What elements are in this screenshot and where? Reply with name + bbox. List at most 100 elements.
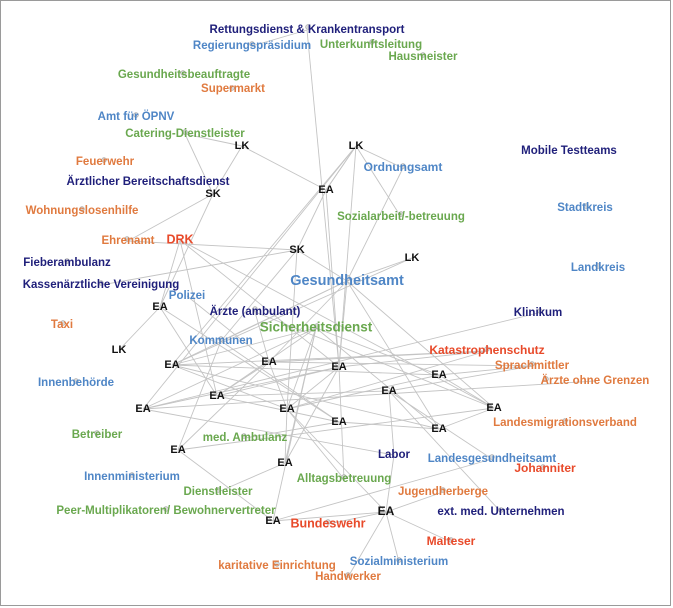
edge-sk1-lk1 xyxy=(212,145,243,195)
node-label-malteser: Malteser xyxy=(427,534,476,548)
edge-ea_a-ea_f xyxy=(159,306,218,397)
edge-gesundheitsamt-ordnungsamt xyxy=(346,167,404,282)
node-label-ea_k: EA xyxy=(331,416,346,428)
edge-ea_i-klinikum xyxy=(142,312,539,410)
node-label-betreiber: Betreiber xyxy=(72,429,123,441)
node-label-ea_m: EA xyxy=(170,444,185,456)
edge-ea_i-aerzte_grenzen xyxy=(142,380,596,410)
node-label-labor: Labor xyxy=(378,449,410,461)
edge-ea_b-ea_h xyxy=(268,361,288,410)
edge-sk2-ehrenamt xyxy=(127,240,298,251)
edge-ea_top-sk2 xyxy=(296,189,327,251)
edge-ea_b-polizei xyxy=(186,295,270,363)
node-dot-innenbehoerde xyxy=(73,378,79,384)
node-label-ea_n: EA xyxy=(277,457,292,469)
edge-ea_o-jugendherberge xyxy=(385,491,444,513)
node-label-sk2: SK xyxy=(289,244,304,256)
node-label-wohnungslosenhilfe: Wohnungslosenhilfe xyxy=(26,205,139,217)
node-dot-sprachmittler xyxy=(529,361,535,367)
node-label-mobile_testteams: Mobile Testteams xyxy=(521,145,617,157)
edge-ea_a-ea_k xyxy=(159,306,340,423)
edge-lk2-ea_c xyxy=(338,145,357,368)
edge-lk2-ea_d xyxy=(171,145,357,366)
node-label-ea_i: EA xyxy=(135,403,150,415)
node-label-layer: Rettungsdienst & KrankentransportRegieru… xyxy=(23,24,650,583)
node-label-handwerker: Handwerker xyxy=(315,571,381,583)
edge-layer xyxy=(100,29,596,578)
edge-lk1-catering xyxy=(184,133,243,147)
node-label-catering: Catering-Dienstleister xyxy=(125,128,245,140)
node-label-peer: Peer-Multiplikatoren/ Bewohnervertreter xyxy=(56,505,276,517)
edge-ea_g-landesgesundheitsamt xyxy=(388,390,493,460)
edge-sk1-catering xyxy=(184,133,214,195)
node-dot-sozialarbeit xyxy=(398,211,404,217)
edge-bundeswehr-ea_o xyxy=(327,511,387,525)
node-label-klinikum: Klinikum xyxy=(514,307,563,319)
node-label-ext_unternehmen: ext. med. Unternehmen xyxy=(437,506,564,518)
node-dot-klinikum xyxy=(537,308,543,314)
node-label-taxi: Taxi xyxy=(51,319,73,331)
edge-ea_k-med_ambulanz xyxy=(244,421,340,439)
edge-lk2-ordnungsamt xyxy=(355,145,404,169)
edge-sicherheitsdienst-ea_f xyxy=(216,327,317,397)
node-label-stadtkreis: Stadtkreis xyxy=(557,202,613,214)
node-label-innenbehoerde: Innenbehörde xyxy=(38,377,114,389)
node-dot-stadtkreis xyxy=(583,203,589,209)
edge-ea_c-katastrophenschutz xyxy=(338,350,488,368)
node-dot-katastrophenschutz xyxy=(484,346,490,352)
edge-gesundheitsamt-ea_j xyxy=(346,280,495,409)
edge-ea_b-sprachmittler xyxy=(268,361,533,367)
node-label-bundeswehr: Bundeswehr xyxy=(290,516,365,530)
node-dot-malteser xyxy=(448,537,454,543)
node-dot-taxi xyxy=(60,320,66,326)
node-label-aerzte_grenzen: Ärzte ohne Grenzen xyxy=(541,374,650,387)
node-label-sozialarbeit: Sozialarbeit/-betreuung xyxy=(337,211,465,223)
edge-ea_o-handwerker xyxy=(347,511,387,578)
node-dot-kommunen xyxy=(218,336,224,342)
node-dot-med_ambulanz xyxy=(241,433,247,439)
edge-ea_top-ea_c xyxy=(325,189,340,368)
node-label-sozialministerium: Sozialministerium xyxy=(350,556,448,568)
edge-ea_h-alltagsbetreuung xyxy=(286,408,345,480)
node-label-lk1: LK xyxy=(235,140,250,152)
edge-ea_g-ext_unternehmen xyxy=(388,390,502,513)
node-dot-karitative xyxy=(274,561,280,567)
edge-ea_k-ea_l xyxy=(338,421,440,430)
edge-rettungsdienst-regierungspraesidium xyxy=(251,29,308,47)
edge-ea_p-landesgesundheitsamt xyxy=(272,458,493,522)
node-dot-handwerker xyxy=(345,572,351,578)
node-label-sprachmittler: Sprachmittler xyxy=(495,360,570,372)
node-dot-johanniter xyxy=(540,464,546,470)
node-label-johanniter: Johanniter xyxy=(514,461,576,475)
node-label-med_ambulanz: med. Ambulanz xyxy=(203,432,288,444)
edge-sicherheitsdienst-ea_p xyxy=(272,327,317,522)
node-label-lk3: LK xyxy=(405,252,420,264)
node-label-supermarkt: Supermarkt xyxy=(201,83,265,95)
edge-lk1-ea_top xyxy=(241,145,327,191)
node-label-ea_j: EA xyxy=(486,402,501,414)
edge-ea_k-kommunen xyxy=(220,340,340,423)
node-dot-innenministerium xyxy=(129,472,135,478)
edge-ea_c-ea_h xyxy=(286,366,340,410)
node-dot-alltagsbetreuung xyxy=(341,474,347,480)
node-label-rettungsdienst: Rettungsdienst & Krankentransport xyxy=(210,24,405,36)
node-dot-ext_unternehmen xyxy=(498,507,504,513)
edge-sk1-ea_a xyxy=(159,193,214,308)
edge-drk-ea_c xyxy=(179,239,340,368)
edge-ea_o-sozialministerium xyxy=(385,511,400,563)
node-dot-aerzte_amb xyxy=(252,306,258,312)
edge-ea_a-drk xyxy=(159,239,181,308)
edge-ea_c-ea_f xyxy=(216,366,340,397)
node-dot-ordnungsamt xyxy=(400,163,406,169)
edge-lk3-gesundheitsamt xyxy=(346,257,413,282)
node-label-sk1: SK xyxy=(205,188,220,200)
node-dot-gesundheitsbeauftragte xyxy=(180,70,186,76)
node-label-aerzte_amb: Ärzte (ambulant) xyxy=(210,305,301,318)
edge-ea_c-ea_n xyxy=(284,366,340,464)
edge-ea_k-ea_f xyxy=(216,395,340,423)
node-dot-kv xyxy=(98,280,104,286)
edge-ea_i-labor xyxy=(142,408,395,456)
node-label-gesundheitsbeauftragte: Gesundheitsbeauftragte xyxy=(118,69,250,81)
edge-lk4-ea_a xyxy=(118,306,161,351)
